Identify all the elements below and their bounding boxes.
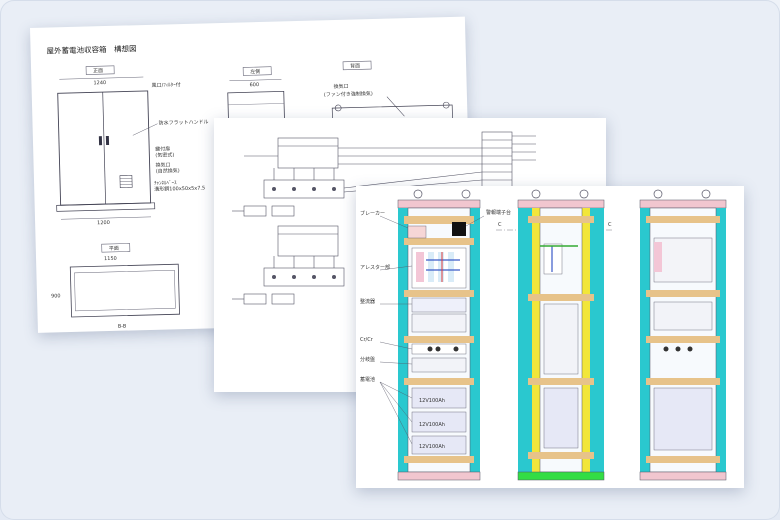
view-label-rear: 背面 xyxy=(350,62,360,69)
rack-front: 12V100Ah 12V100Ah 12V100Ah xyxy=(397,189,481,481)
battery-cell-label: 12V100Ah xyxy=(419,422,445,428)
label-battery: 蓄電池 xyxy=(360,376,375,383)
dim-width-top: 1240 xyxy=(93,80,106,86)
wiring-diagram xyxy=(232,131,536,305)
view-label-front: 正面 xyxy=(93,68,103,74)
note-base-spec: 溝形鋼100x50x5x7.5 xyxy=(154,184,205,192)
label-alarm-terminal: 警報端子台 xyxy=(486,209,511,216)
battery-cell-label: 12V100Ah xyxy=(419,444,445,450)
label-rectifier: 整流器 xyxy=(360,298,375,305)
note-intake-sub: (自然換気) xyxy=(156,167,180,175)
cabinet-side xyxy=(227,90,285,122)
outline-drawing: 屋外蓄電池収容箱 構想図 正面 1240 1200 風口/ﾌｨﾙﾀｰ付 防水フラ… xyxy=(46,43,453,330)
note-ventilation: 風口/ﾌｨﾙﾀｰ付 xyxy=(151,81,180,89)
outline-drawing-sheet: 屋外蓄電池収容箱 構想図 正面 1240 1200 風口/ﾌｨﾙﾀｰ付 防水フラ… xyxy=(30,16,473,333)
note-exhaust: 換気口 xyxy=(334,83,349,90)
rack-layout: 12V100Ah 12V100Ah 12V100Ah ブレーカー アレスター部 … xyxy=(360,189,727,481)
drawing-title: 屋外蓄電池収容箱 構想図 xyxy=(46,43,136,55)
section-mark-right: C xyxy=(608,222,612,228)
rack-side xyxy=(517,189,605,481)
dim-plan-depth: 900 xyxy=(51,293,61,299)
cabinet-plan xyxy=(69,263,180,318)
rack-layout-sheet: 12V100Ah 12V100Ah 12V100Ah ブレーカー アレスター部 … xyxy=(356,186,744,488)
section-mark-left: C xyxy=(498,222,502,228)
note-intake: 換気口 xyxy=(156,161,171,168)
note-handle: 防水フラットハンドル xyxy=(158,118,208,126)
note-exhaust-sub: (ファン付き強制換気) xyxy=(324,90,373,98)
battery-cell xyxy=(411,435,467,455)
view-label-side: 左側 xyxy=(250,68,260,75)
rack-rear xyxy=(639,189,727,481)
label-arrester: アレスター部 xyxy=(360,264,390,271)
label-crcr: Cr/Cr xyxy=(360,337,374,343)
view-label-plan: 平面 xyxy=(109,246,119,252)
note-base: ﾁｬﾝﾈﾙﾍﾞｰｽ xyxy=(154,179,177,187)
section-bb: B-B xyxy=(118,324,127,330)
label-branch: 分岐盤 xyxy=(360,356,375,363)
label-breaker: ブレーカー xyxy=(360,210,385,217)
note-key-sub: (気密式) xyxy=(155,151,174,158)
dim-plan-width: 1150 xyxy=(104,256,117,262)
note-key: 鍵付扉 xyxy=(155,145,170,152)
dim-depth: 600 xyxy=(249,82,259,88)
dim-width-bottom: 1200 xyxy=(97,220,110,226)
battery-cell-label: 12V100Ah xyxy=(419,398,445,404)
